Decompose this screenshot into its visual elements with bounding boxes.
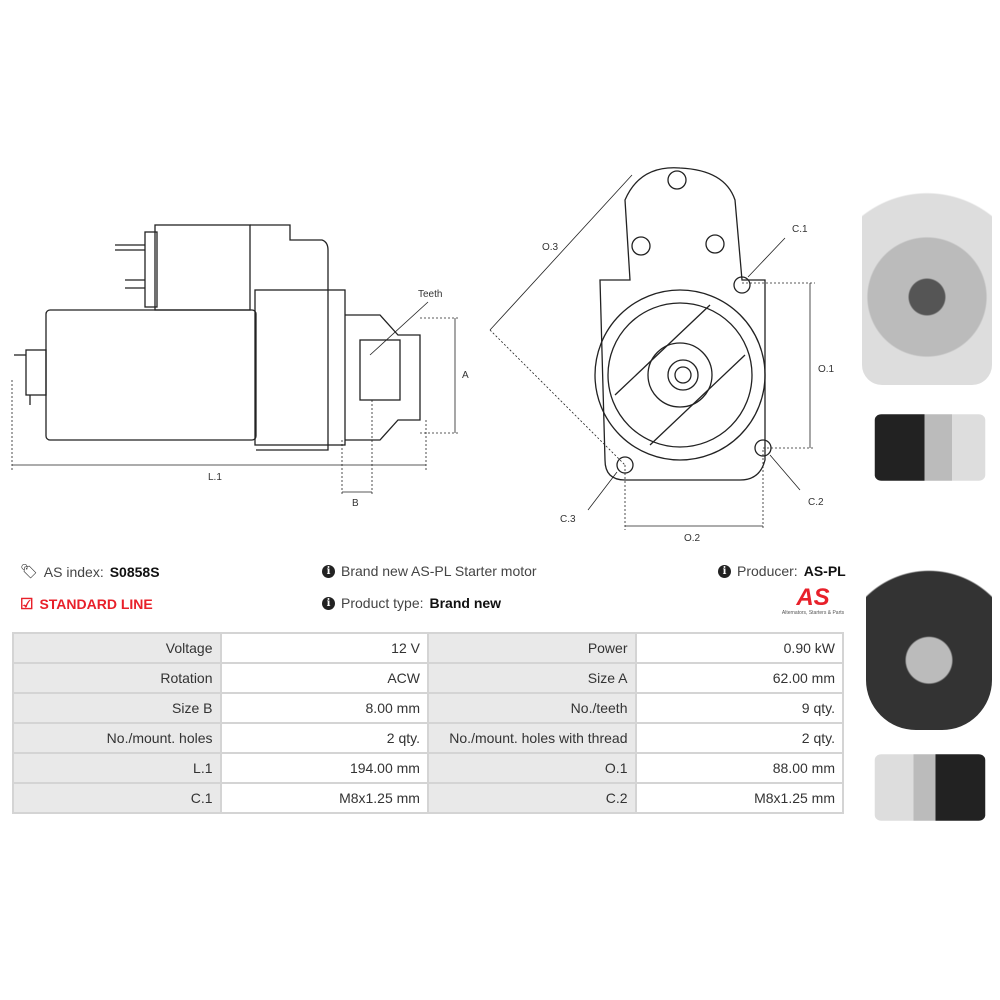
spec-label: Size B [12,692,222,724]
spec-value: ACW [219,662,429,694]
producer: i Producer: AS-PL [718,563,846,579]
product-type: i Product type: Brand new [322,595,501,611]
product-photo-rear [866,512,992,730]
solenoid [154,224,251,311]
as-index-label: AS index: [43,563,104,580]
c1-label: C.1 [792,224,808,235]
o1-label: O.1 [818,364,835,375]
spec-value: 9 qty. [634,692,844,724]
spec-label: No./teeth [426,692,637,724]
producer-value: AS-PL [803,563,846,579]
size-b-label: B [352,498,359,509]
c3-label: C.3 [560,514,576,525]
spec-value: 62.00 mm [634,662,844,694]
spec-value: 12 V [219,632,429,664]
teeth-label: Teeth [418,289,442,300]
spec-label: No./mount. holes [12,722,222,754]
spec-label: No./mount. holes with thread [426,722,637,754]
description: i Brand new AS-PL Starter motor [322,563,537,579]
checkbox-icon: ☑ [20,596,34,613]
product-photo-side [874,414,986,481]
spec-value: 2 qty. [219,722,429,754]
spec-label: Rotation [12,662,222,694]
product-type-label: Product type: [341,595,424,611]
spec-label: C.1 [12,782,222,814]
product-photo-front [862,165,992,385]
size-a-label: A [462,370,469,381]
spec-label: C.2 [426,782,637,814]
spec-value: 2 qty. [634,722,844,754]
info-icon: i [322,564,335,578]
spec-value: 0.90 kW [634,632,844,664]
standard-line-label: STANDARD LINE [39,596,153,612]
spec-value: 88.00 mm [634,752,844,784]
spec-value: 194.00 mm [219,752,429,784]
producer-label: Producer: [737,563,798,579]
logo-mark: AS [796,584,830,611]
spec-value: M8x1.25 mm [219,782,429,814]
product-photo-side-2 [874,754,986,821]
spec-value: 8.00 mm [219,692,429,724]
l1-label: L.1 [208,472,222,483]
front-view-drawing: O.3 C.1 O.1 C.2 C.3 O.2 [489,167,835,544]
o3-label: O.3 [542,242,559,253]
as-pl-logo: AS Alternators, Starters & Parts [778,584,848,617]
motor-body [45,309,257,441]
info-icon: i [718,564,731,578]
product-type-value: Brand new [429,595,502,611]
spec-value: M8x1.25 mm [634,782,844,814]
logo-tagline: Alternators, Starters & Parts [781,610,845,616]
spec-label: Power [426,632,637,664]
c2-label: C.2 [808,497,824,508]
tag-icon: 🏷︎ [20,563,38,579]
spec-label: Voltage [12,632,222,664]
info-icon: i [322,596,335,610]
as-index-value: S0858S [109,563,160,580]
side-view-drawing: Teeth A B L.1 [11,224,469,509]
spec-label: L.1 [12,752,222,784]
description-text: Brand new AS-PL Starter motor [341,563,537,579]
spec-label: O.1 [426,752,637,784]
as-index: 🏷︎ AS index: S0858S [20,563,160,580]
spec-label: Size A [426,662,637,694]
standard-line: ☑ STANDARD LINE [20,595,153,613]
o2-label: O.2 [684,533,701,544]
